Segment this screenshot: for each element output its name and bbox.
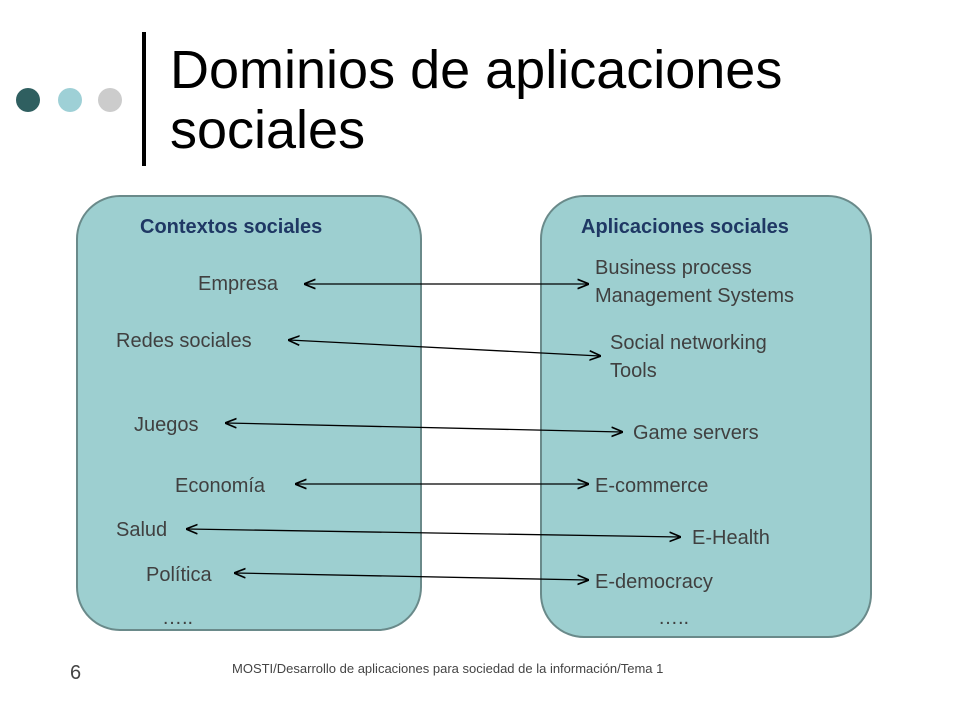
left-item-salud: Salud (116, 519, 168, 541)
right-item-ecommerce: E-commerce (595, 475, 709, 497)
right-box-title: Aplicaciones sociales (581, 216, 789, 238)
arrow-politica-edemocracy (235, 573, 588, 580)
arrow-juegos-game-servers (226, 423, 622, 432)
social-applications-box (540, 195, 872, 638)
arrow-salud-ehealth (187, 529, 680, 537)
slide-title: Dominios de aplicaciones sociales (170, 40, 783, 160)
dot-dark (16, 88, 40, 112)
right-item-game-servers: Game servers (633, 422, 759, 444)
left-box-title: Contextos sociales (140, 216, 323, 238)
right-item-edemocracy: E-democracy (595, 571, 713, 593)
footer-text: MOSTI/Desarrollo de aplicaciones para so… (232, 661, 664, 676)
right-item-social-networking: Social networking Tools (610, 332, 767, 382)
left-item-empresa: Empresa (198, 273, 279, 295)
left-item-economia: Economía (175, 475, 266, 497)
dot-mid (58, 88, 82, 112)
left-item-juegos: Juegos (134, 414, 199, 436)
dot-light (98, 88, 122, 112)
arrow-redes-social-networking (289, 340, 600, 356)
right-item-ellipsis: ….. (658, 607, 690, 629)
left-item-ellipsis: ….. (162, 607, 194, 629)
right-item-ehealth: E-Health (692, 527, 770, 549)
right-item-bpm: Business process Management Systems (595, 257, 794, 307)
title-divider (142, 32, 146, 166)
left-item-redes-sociales: Redes sociales (116, 330, 252, 352)
page-number: 6 (70, 662, 82, 684)
left-item-politica: Política (146, 564, 212, 586)
social-contexts-box (76, 195, 422, 631)
